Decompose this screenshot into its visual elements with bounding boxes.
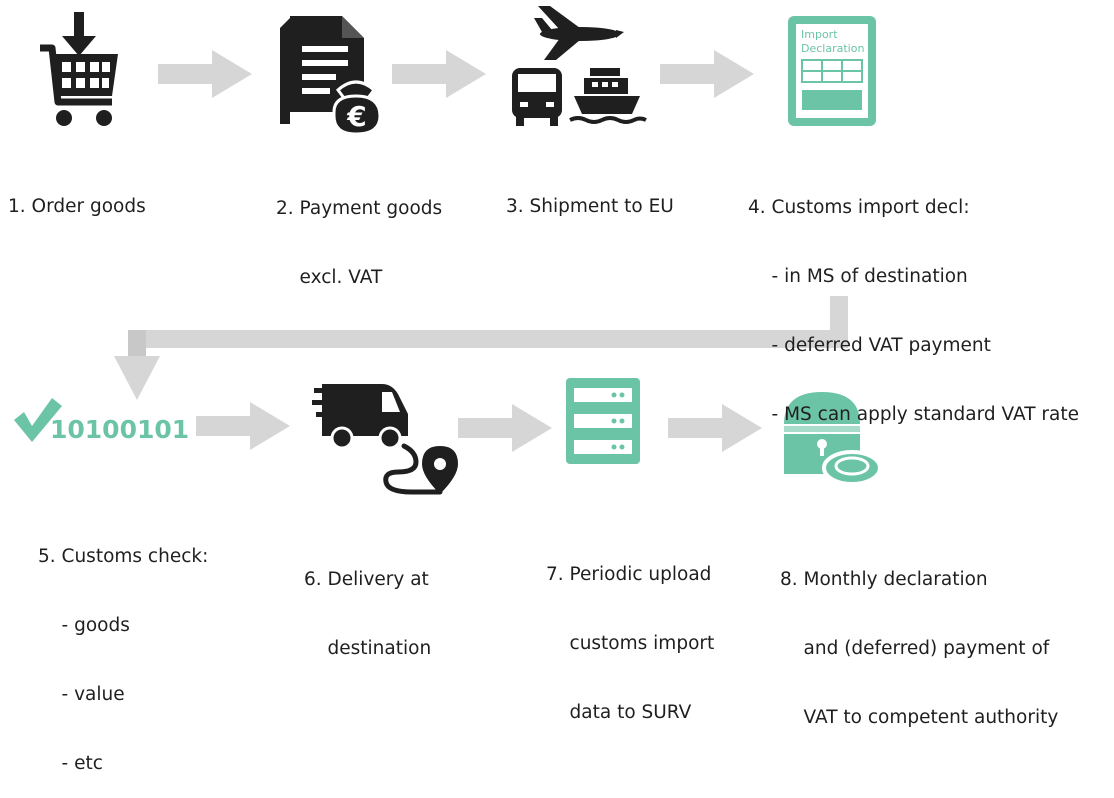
- step-3-line-1: 3. Shipment to EU: [506, 196, 674, 217]
- step-4-label: 4. Customs import decl: - in MS of desti…: [748, 150, 1079, 449]
- step-6-label: 6. Delivery at destination: [304, 522, 431, 683]
- step-4-line-4: - MS can apply standard VAT rate: [748, 404, 1079, 425]
- step-8-line-1: 8. Monthly declaration: [780, 569, 988, 590]
- step-6-line-1: 6. Delivery at: [304, 569, 429, 590]
- step-5-line-4: - etc: [38, 753, 103, 774]
- step-4-line-2: - in MS of destination: [748, 266, 968, 287]
- flow-arrow-1-2: [158, 50, 254, 98]
- step-7-line-2: customs import: [546, 633, 715, 654]
- declaration-title-line1: Import: [801, 28, 838, 41]
- step-7-label: 7. Periodic upload customs import data t…: [546, 517, 714, 747]
- shopping-cart-icon: [38, 10, 124, 130]
- ship-icon: [569, 68, 647, 124]
- checkmark-binary-icon: 10100101: [14, 398, 189, 446]
- declaration-title-line2: Declaration: [801, 42, 864, 55]
- flow-arrow-3-4: [660, 50, 756, 98]
- plane-icon: [534, 6, 624, 60]
- step-8-label: 8. Monthly declaration and (deferred) pa…: [780, 522, 1058, 752]
- step-7-line-1: 7. Periodic upload: [546, 564, 712, 585]
- flow-arrow-5-6: [196, 402, 292, 450]
- step-2-line-2: excl. VAT: [276, 267, 383, 288]
- step-1-label: 1. Order goods: [8, 149, 146, 241]
- step-5-line-3: - value: [38, 684, 125, 705]
- import-declaration-icon: Import Declaration: [788, 16, 878, 128]
- step-8-line-3: VAT to competent authority: [780, 707, 1059, 728]
- step-4-line-1: 4. Customs import decl:: [748, 197, 970, 218]
- step-5-label: 5. Customs check: - goods - value - etc: [38, 499, 208, 798]
- step-2-line-1: 2. Payment goods: [276, 198, 443, 219]
- step-5-line-2: - goods: [38, 615, 130, 636]
- step-8-line-2: and (deferred) payment of: [780, 638, 1050, 659]
- connector-arrow-4-5: [110, 296, 850, 404]
- delivery-van-pin-icon: [312, 380, 462, 500]
- step-4-line-3: - deferred VAT payment: [748, 335, 991, 356]
- flow-arrow-2-3: [392, 50, 488, 98]
- flow-arrow-6-7: [458, 404, 554, 452]
- truck-icon: [512, 68, 562, 126]
- step-5-line-1: 5. Customs check:: [38, 546, 209, 567]
- binary-digits: 10100101: [50, 415, 189, 444]
- step-7-line-3: data to SURV: [546, 702, 692, 723]
- treasure-chest-coin-icon: [780, 388, 884, 488]
- step-1-line-1: 1. Order goods: [8, 196, 146, 217]
- step-6-line-2: destination: [304, 638, 432, 659]
- plane-truck-ship-icon: [508, 6, 648, 128]
- invoice-euro-icon: €: [276, 12, 386, 137]
- server-icon: [566, 378, 642, 466]
- check-icon: [14, 398, 62, 442]
- euro-symbol: €: [346, 100, 366, 133]
- flow-arrow-7-8: [668, 404, 764, 452]
- step-2-label: 2. Payment goods excl. VAT: [276, 151, 442, 312]
- step-3-label: 3. Shipment to EU: [506, 149, 674, 241]
